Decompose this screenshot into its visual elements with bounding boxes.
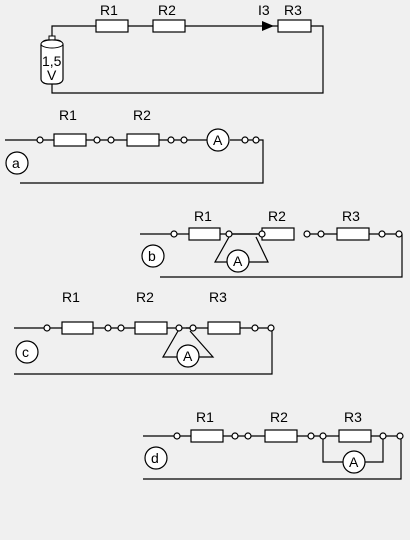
- option-c-terminal: [43, 324, 51, 332]
- option-c-label-r3: R3: [209, 289, 227, 305]
- option-c-terminal: [267, 324, 275, 332]
- option-c-terminal: [104, 324, 112, 332]
- top-circuit-wire: [51, 25, 324, 94]
- label-r3: R3: [284, 2, 302, 18]
- option-b-terminal: [225, 230, 233, 238]
- option-d-letter: d: [151, 450, 159, 466]
- option-d-ammeter-symbol: A: [349, 454, 359, 470]
- option-d-resistor-r3: [338, 429, 372, 443]
- battery-voltage-value: 1,5: [42, 53, 62, 69]
- label-r2: R2: [158, 2, 176, 18]
- option-c-wire: [14, 327, 274, 375]
- option-c-letter: c: [22, 344, 29, 360]
- top-circuit: R1 R2 I3 R3 1,5 V: [40, 2, 324, 94]
- battery-icon: 1,5 V: [40, 35, 64, 85]
- label-r1: R1: [100, 2, 118, 18]
- option-c-ammeter-symbol: A: [183, 348, 193, 364]
- option-d-label-r3: R3: [344, 409, 362, 425]
- option-c-ammeter-icon: [176, 344, 200, 368]
- option-d-resistor-r1: [190, 429, 224, 443]
- option-b-letter: b: [148, 248, 156, 264]
- resistor-r3: [277, 19, 312, 33]
- option-c-terminal: [251, 324, 259, 332]
- option-a-ammeter-icon: [206, 128, 230, 152]
- option-a-label-r1: R1: [59, 107, 77, 123]
- option-a-letter: a: [12, 155, 20, 171]
- option-d-terminal: [319, 432, 327, 440]
- option-c-label-r1: R1: [62, 289, 80, 305]
- option-d-ammeter-branch: [322, 439, 384, 463]
- option-b-terminal: [395, 230, 403, 238]
- option-d-terminal: [173, 432, 181, 440]
- option-d: A R1 R2 R3 d: [143, 409, 404, 480]
- option-b-resistor-r1: [188, 227, 221, 241]
- current-arrow-icon: [262, 21, 274, 31]
- option-d-terminal: [244, 432, 252, 440]
- option-a-terminal: [167, 136, 175, 144]
- option-d-label-r1: R1: [196, 409, 214, 425]
- option-a-terminal: [107, 136, 115, 144]
- option-d-terminal: [396, 432, 404, 440]
- option-b-terminal: [258, 230, 266, 238]
- option-b-ammeter-icon: [226, 249, 250, 273]
- option-a-resistor-r1: [53, 133, 87, 147]
- battery-voltage-unit: V: [47, 67, 57, 83]
- option-a-terminal: [93, 136, 101, 144]
- option-b-resistor-r3: [336, 227, 370, 241]
- option-d-ammeter-icon: [342, 450, 366, 474]
- option-a: A R1 R2 a: [5, 107, 264, 184]
- option-b-terminal: [317, 230, 325, 238]
- option-d-terminal: [231, 432, 239, 440]
- option-d-letter-badge: [144, 446, 168, 470]
- option-b-ammeter-symbol: A: [233, 253, 243, 269]
- option-d-wire: [143, 435, 403, 480]
- option-d-terminal: [379, 432, 387, 440]
- option-b-terminal: [378, 230, 386, 238]
- option-c-resistor-r3: [207, 321, 241, 335]
- option-b: A R1 R2 R3 b: [140, 208, 403, 278]
- option-c-letter-badge: [15, 340, 39, 364]
- option-a-terminal: [180, 136, 188, 144]
- option-a-letter-badge: [5, 151, 29, 175]
- option-b-letter-badge: [141, 244, 165, 268]
- option-a-resistor-r2: [126, 133, 160, 147]
- option-c-terminal: [189, 324, 197, 332]
- option-a-terminal: [241, 136, 249, 144]
- option-a-wire: [5, 139, 264, 184]
- option-b-label-r2: R2: [268, 208, 286, 224]
- label-current-i3: I3: [258, 2, 270, 18]
- resistor-r1: [95, 19, 129, 33]
- option-a-ammeter-symbol: A: [213, 132, 223, 148]
- option-b-terminal: [170, 230, 178, 238]
- option-c-label-r2: R2: [136, 289, 154, 305]
- option-c-terminal: [175, 324, 183, 332]
- option-c: A R1 R2 R3 c: [14, 289, 275, 375]
- option-d-terminal: [307, 432, 315, 440]
- option-b-label-r3: R3: [342, 208, 360, 224]
- option-d-resistor-r2: [264, 429, 298, 443]
- option-b-terminal: [303, 230, 311, 238]
- option-b-resistor-r2: [261, 227, 295, 241]
- resistor-r2: [152, 19, 186, 33]
- option-a-terminal: [36, 136, 44, 144]
- option-a-terminal: [252, 136, 260, 144]
- option-c-terminal: [117, 324, 125, 332]
- option-d-label-r2: R2: [270, 409, 288, 425]
- option-c-resistor-r1: [61, 321, 94, 335]
- option-b-label-r1: R1: [194, 208, 212, 224]
- option-a-label-r2: R2: [133, 107, 151, 123]
- option-c-resistor-r2: [134, 321, 168, 335]
